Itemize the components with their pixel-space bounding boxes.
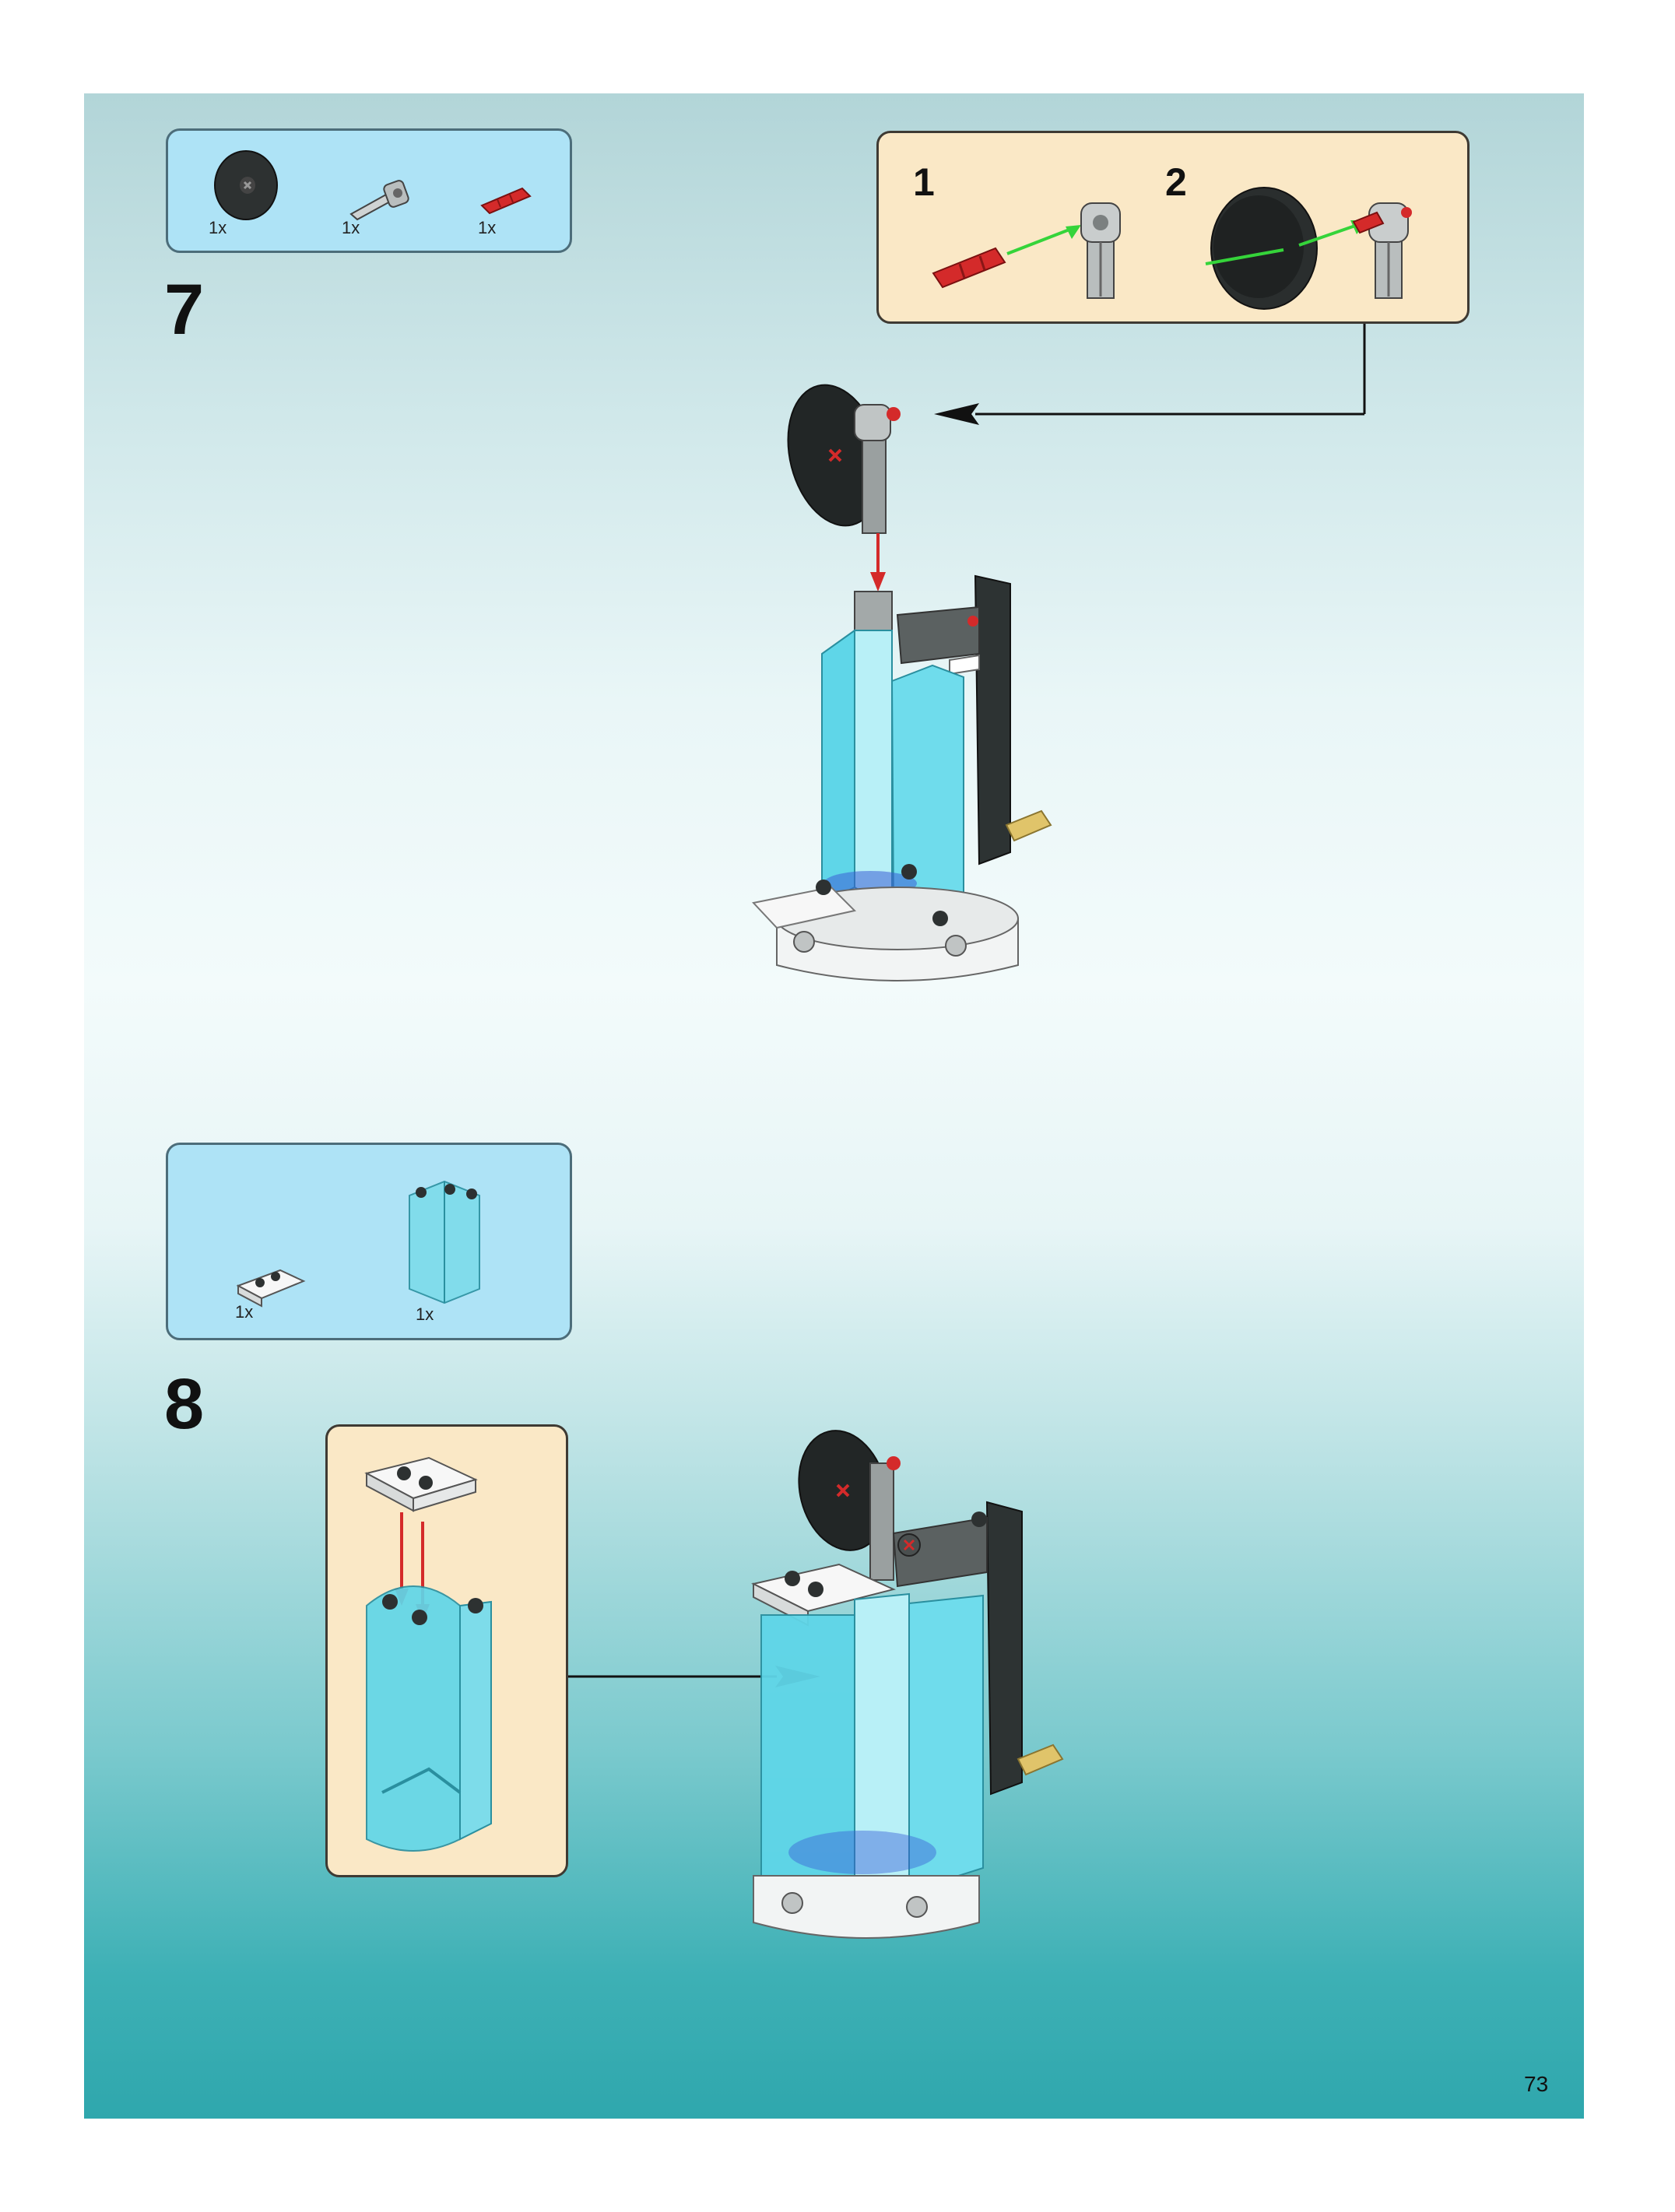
substep-number: 2 bbox=[1165, 160, 1187, 204]
part-qty: 1x bbox=[209, 218, 227, 237]
step8-parts-box: 1x 1x bbox=[166, 1143, 572, 1340]
red-axle-icon bbox=[480, 187, 532, 215]
step8-subassembly-box bbox=[325, 1424, 568, 1877]
axle-pin-icon bbox=[349, 180, 409, 221]
callout-arrow bbox=[934, 324, 1366, 425]
white-plate-icon bbox=[236, 1269, 306, 1308]
part-qty: 1x bbox=[416, 1304, 434, 1324]
substep2-illustration bbox=[1205, 187, 1412, 310]
substep-number: 1 bbox=[913, 160, 935, 204]
step-number: 8 bbox=[164, 1364, 205, 1444]
wheel-disc-icon bbox=[214, 150, 278, 220]
part-qty: 1x bbox=[342, 218, 360, 237]
step-number: 7 bbox=[164, 270, 205, 349]
part-qty: 1x bbox=[235, 1302, 254, 1322]
part-qty: 1x bbox=[478, 218, 497, 237]
instruction-page: 1x 1x 1x 7 1 2 bbox=[84, 93, 1584, 2119]
step8-model bbox=[751, 1430, 1064, 1939]
cylinder-panel-icon bbox=[409, 1180, 480, 1304]
step7-parts-box: 1x 1x 1x bbox=[166, 128, 572, 253]
step8-subassembly-illustration bbox=[364, 1456, 492, 1852]
substep1-illustration bbox=[932, 202, 1121, 299]
page-number: 73 bbox=[1524, 2072, 1549, 2096]
step7-model bbox=[752, 384, 1052, 981]
step7-subassembly-box: 1 2 bbox=[876, 131, 1470, 324]
